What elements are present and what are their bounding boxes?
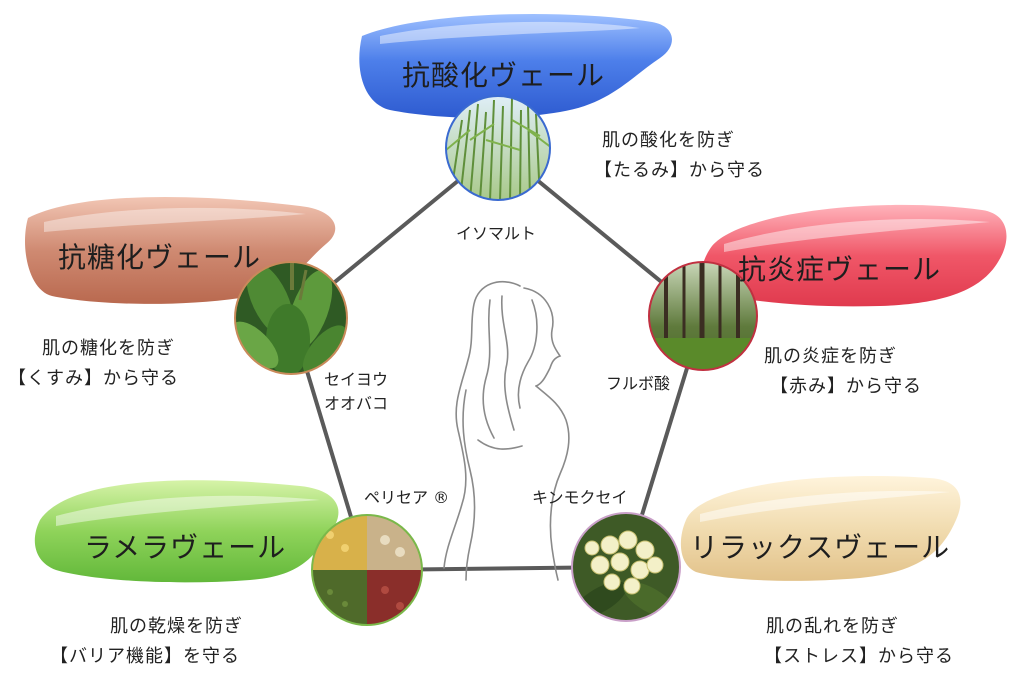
plantain-photo (234, 261, 348, 375)
desc-anti-inflammation: 肌の炎症を防ぎ 【赤み】から守る (764, 342, 922, 402)
red-brush-stroke (701, 204, 1007, 307)
osmanthus-photo (571, 512, 681, 622)
desc-antioxidant-line2: 【たるみ】から守る (594, 160, 765, 181)
desc-relax-line1: 肌の乱れを防ぎ (766, 616, 899, 637)
cream-brush-stroke (680, 475, 961, 581)
pentagon-outline (289, 146, 705, 572)
desc-lamellar-line2: 【バリア機能】を守る (50, 646, 240, 667)
desc-relax: 肌の乱れを防ぎ 【ストレス】から守る (764, 612, 954, 672)
veil-title-relax: リラックスヴェール (690, 531, 951, 564)
ingredient-label-pericea: ペリセア ® (364, 488, 450, 507)
ingredient-label-osmanthus: キンモクセイ (532, 488, 628, 507)
ingredient-label-plantain-line1: セイヨウ (324, 370, 389, 389)
blue-brush-stroke (359, 13, 672, 118)
ingredient-label-fulvic-acid: フルボ酸 (606, 374, 671, 393)
desc-antiglycation-line2: 【くすみ】から守る (8, 368, 179, 389)
desc-lamellar-line1: 肌の乾燥を防ぎ (110, 616, 243, 637)
ingredient-label-plantain-line2: オオバコ (324, 394, 389, 413)
desc-anti-inflammation-line2: 【赤み】から守る (770, 376, 922, 397)
ingredient-label-isomalt: イソマルト (456, 224, 537, 243)
pericea-beans-photo (311, 514, 423, 626)
desc-lamellar: 肌の乾燥を防ぎ 【バリア機能】を守る (50, 612, 243, 672)
desc-antiglycation-line1: 肌の糖化を防ぎ (42, 338, 175, 359)
desc-antiglycation: 肌の糖化を防ぎ 【くすみ】から守る (8, 334, 179, 394)
veil-title-anti-inflammation: 抗炎症ヴェール (738, 253, 942, 286)
ingredient-label-plantain: セイヨウ オオバコ (324, 368, 388, 416)
veil-title-antioxidant: 抗酸化ヴェール (402, 59, 606, 92)
green-brush-stroke (34, 480, 339, 583)
desc-anti-inflammation-line1: 肌の炎症を防ぎ (764, 346, 897, 367)
isomalt-photo (445, 95, 551, 201)
woman-silhouette (443, 280, 570, 581)
veil-title-antiglycation: 抗糖化ヴェール (58, 241, 262, 274)
desc-antioxidant: 肌の酸化を防ぎ 【たるみ】から守る (594, 126, 765, 186)
desc-antioxidant-line1: 肌の酸化を防ぎ (602, 130, 735, 151)
desc-relax-line2: 【ストレス】から守る (764, 646, 954, 667)
veil-title-lamellar: ラメラヴェール (84, 531, 287, 564)
